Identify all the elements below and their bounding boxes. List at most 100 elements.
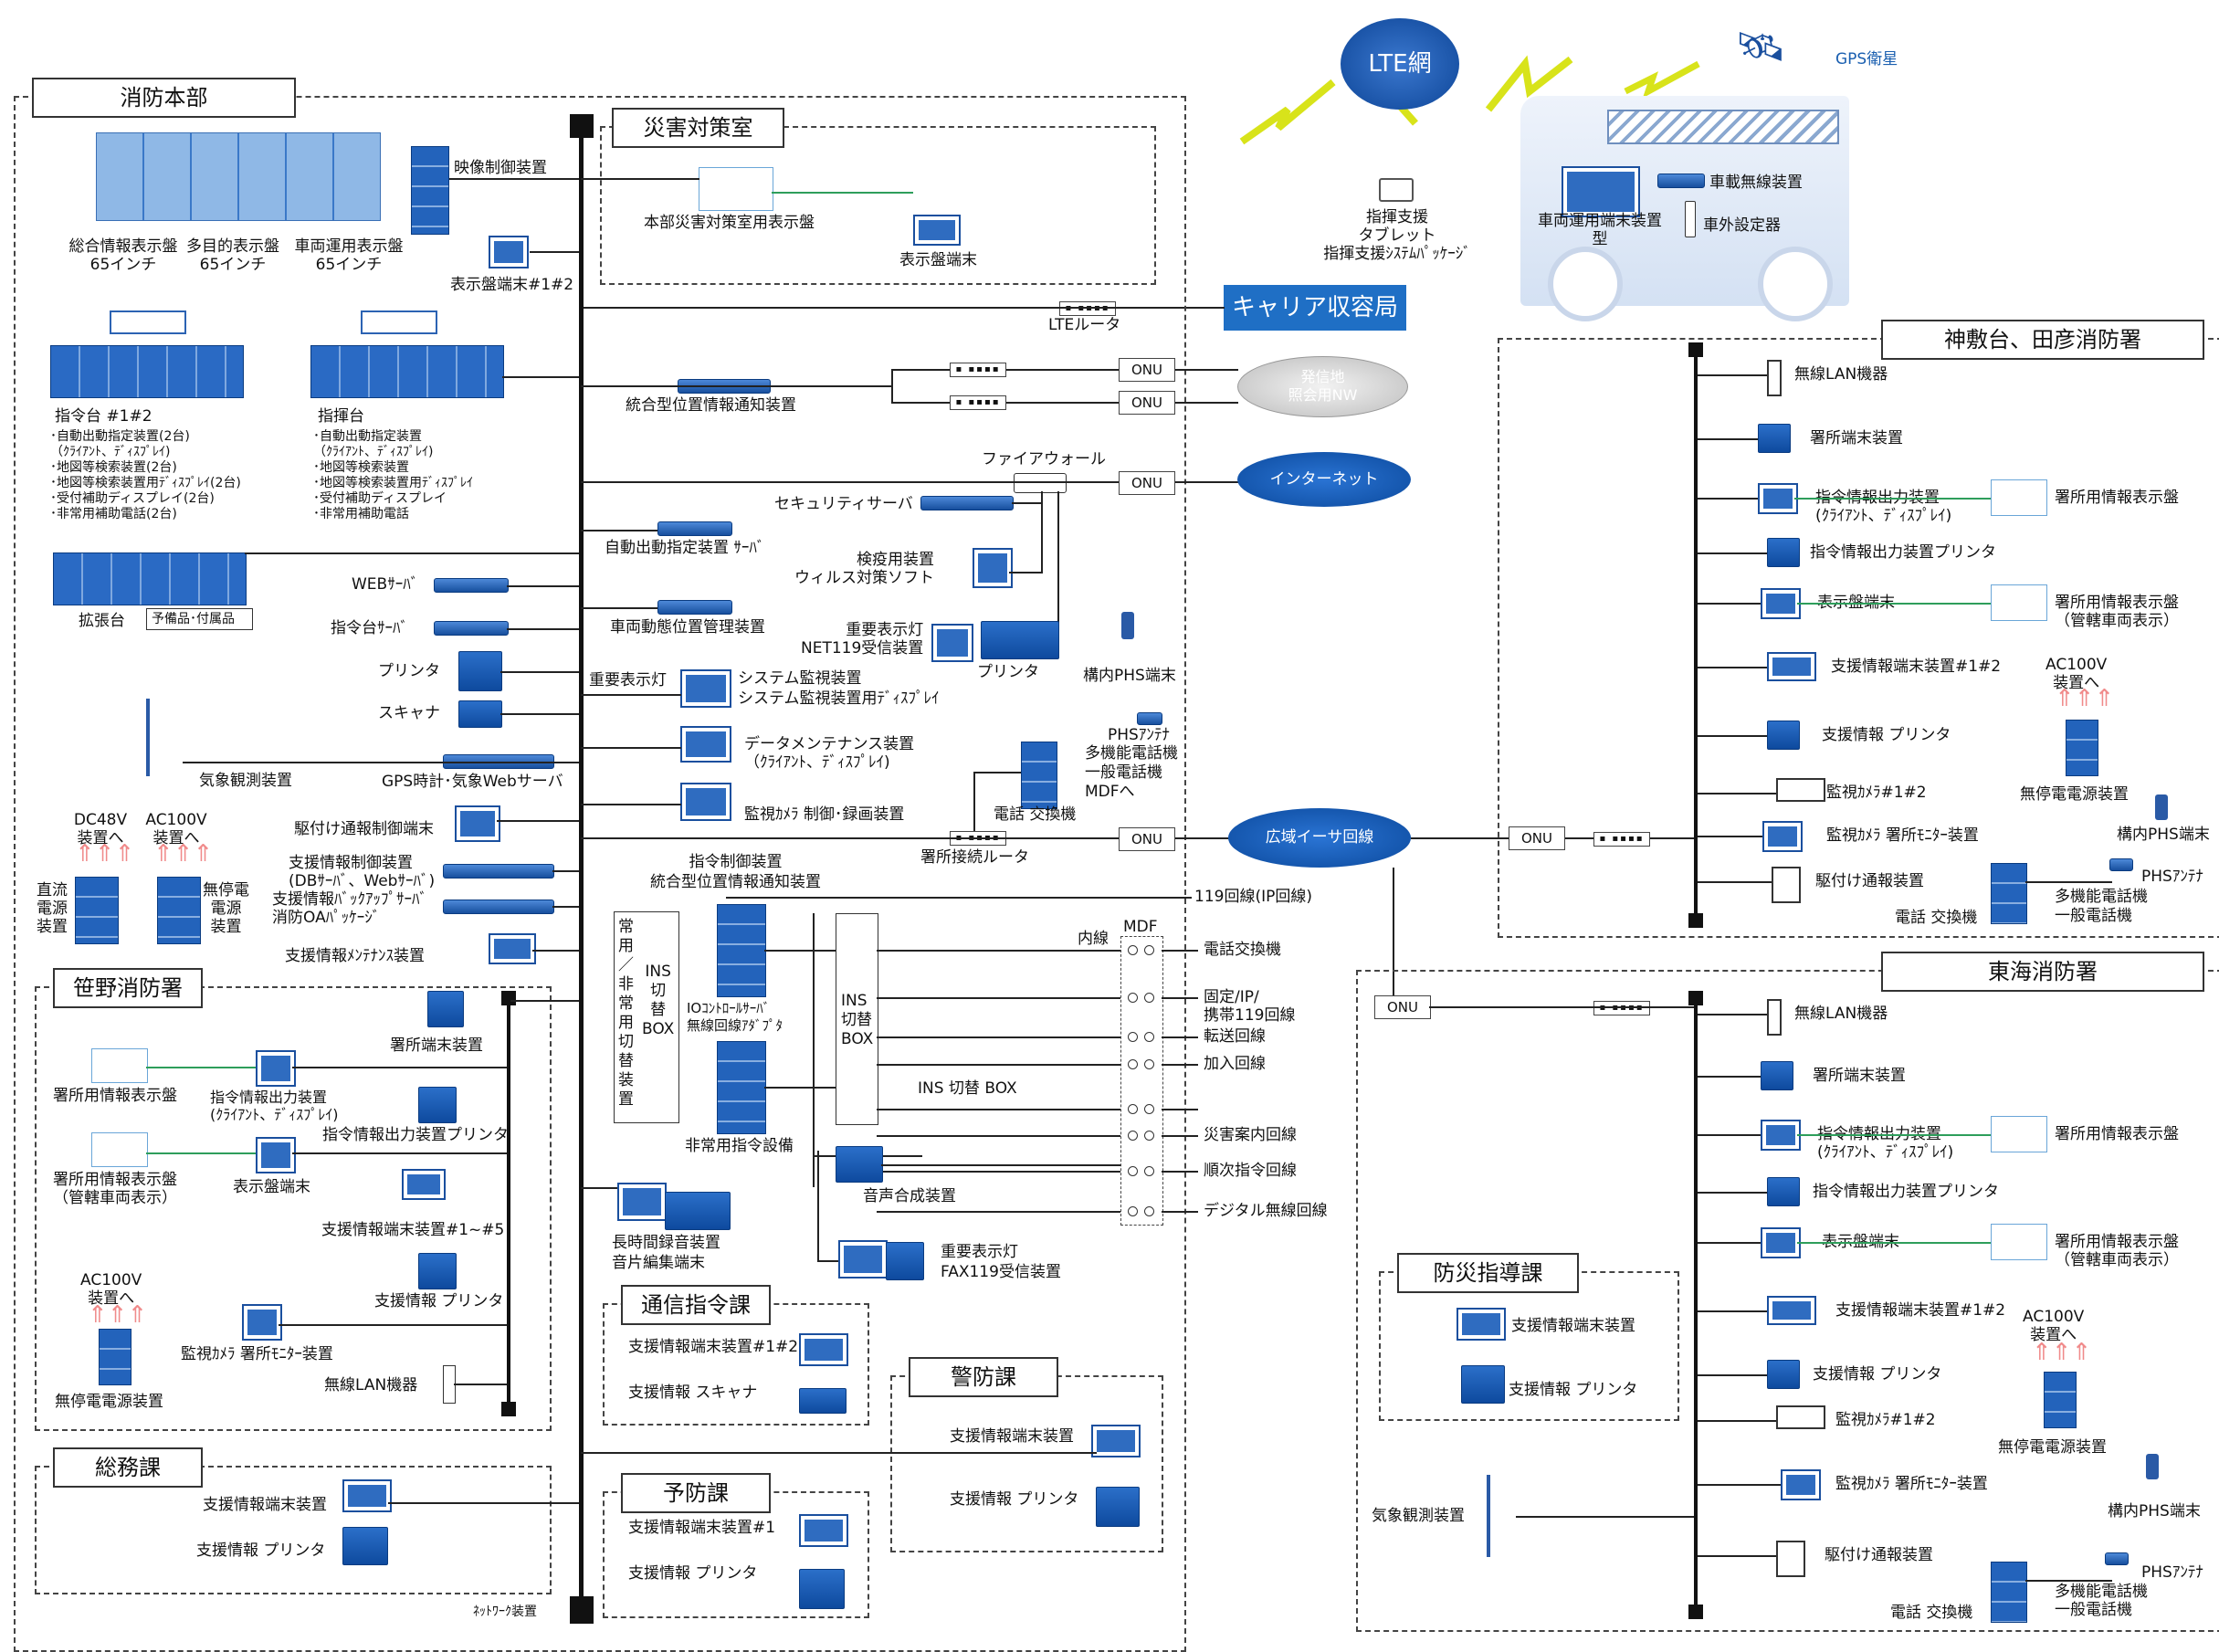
line119-link <box>726 897 1192 899</box>
internet-label: インターネット <box>1269 470 1379 489</box>
tsushin-scanner-label: 支援情報 スキャナ <box>628 1384 758 1402</box>
tokai-phs-label: 構内PHS端末 <box>2108 1502 2201 1520</box>
tokai-device-link <box>1698 1420 1776 1422</box>
kamishiki-router: ▪ ▪▪▪▪ <box>1593 832 1650 847</box>
tokai-display-link <box>1797 1242 1991 1244</box>
vehicle-terminal-icon <box>1562 166 1640 217</box>
tokai-support_printer-label: 支援情報 プリンタ <box>1813 1365 1942 1384</box>
fw-drop-2 <box>1057 491 1059 628</box>
voice-label: 音声合成装置 <box>863 1187 956 1205</box>
ac100-arrows: ⇑⇑⇑ <box>153 840 214 868</box>
sasano-dterm-link <box>292 1152 507 1154</box>
sasano-wlan-link <box>454 1384 507 1385</box>
backbone-bottom-node <box>570 1596 594 1624</box>
support-maint-label: 支援情報ﾒﾝﾃﾅﾝｽ装置 <box>285 947 425 965</box>
tsushin-scanner-icon <box>799 1388 847 1414</box>
sasano-title: 笹野消防署 <box>53 968 203 1008</box>
sasano-camera-icon <box>242 1304 282 1341</box>
mdf-line-label: 加入回線 <box>1204 1055 1266 1073</box>
mdf-input-line <box>877 1135 1120 1137</box>
sasano-display2-label: 署所用情報表示盤 （管轄車両表示） <box>53 1171 177 1207</box>
sasano-ups-icon <box>99 1329 131 1385</box>
mdf-line-label: 固定/IP/ 携帯119回線 <box>1204 988 1296 1025</box>
integrated-pos-label: 統合型位置情報通知装置 <box>626 396 796 415</box>
tokai-camera_monitor-label: 監視ｶﾒﾗ 署所ﾓﾆﾀｰ装置 <box>1835 1475 1988 1493</box>
disaster-room-title: 災害対策室 <box>612 108 784 148</box>
dispatch-ctrl-link <box>497 820 579 822</box>
inner-line-label: 内線 <box>1078 930 1109 948</box>
video-ctrl-label: 映像制御装置 <box>454 159 547 177</box>
mdf-output-line <box>1162 1064 1198 1066</box>
switch-box: 常 用 ／ 非 常 用 切 替 装 置 INS 切 替 BOX <box>614 911 679 1123</box>
yobo-title: 予防課 <box>621 1473 771 1513</box>
vehicle-terminal-label: 車両運用端末装置 型 <box>1538 212 1662 248</box>
pbx-link <box>973 772 1021 773</box>
sender-nw-cloud: 発信地 照会用NW <box>1237 356 1408 417</box>
somu-printer-icon <box>342 1527 388 1565</box>
ins-box2-label: INS 切替 BOX <box>918 1079 1017 1098</box>
display-terminal-icon <box>489 236 529 268</box>
mdf-box <box>1120 936 1163 1226</box>
mdf-port <box>1128 945 1138 955</box>
hq-pbx-icon <box>1021 742 1057 809</box>
security-icon <box>920 496 1014 510</box>
keibo-printer-icon <box>1096 1487 1140 1527</box>
external-setting-icon <box>1685 201 1696 237</box>
mdf-port <box>1128 1104 1138 1114</box>
somu-terminal-icon <box>342 1479 392 1512</box>
kamishiki-phs-antenna-icon <box>2109 858 2133 871</box>
mdf-line-label: 順次指令回線 <box>1204 1162 1297 1180</box>
mdf-port <box>1144 993 1154 1003</box>
tsushin-title: 通信指令課 <box>621 1285 771 1325</box>
tokai-device-link <box>1698 1484 1781 1486</box>
wall-label-2: 多目的表示盤 65インチ <box>186 237 279 274</box>
pos-line-b <box>891 402 1238 404</box>
somu-link <box>388 1502 579 1504</box>
tokai-router: ▪ ▪▪▪▪ <box>1593 1001 1650 1015</box>
tokai-support_terminal-label: 支援情報端末装置#1#2 <box>1835 1301 2006 1320</box>
data-maint-link <box>581 747 681 749</box>
yobo-printer-icon <box>799 1569 845 1609</box>
weather-label: 気象観測装置 <box>199 772 292 790</box>
tokai-pbx-label: 電話 交換機 <box>1890 1604 1973 1622</box>
mdf-port <box>1128 993 1138 1003</box>
mdf-input-line <box>877 1211 1120 1213</box>
sasano-display-icon <box>91 1048 148 1083</box>
firewall-link <box>581 481 1238 483</box>
onu-b: ONU <box>1119 391 1175 415</box>
console-server-label: 指令台ｻｰﾊﾞ <box>331 619 408 637</box>
cmd-link-2 <box>764 1087 836 1089</box>
mdf-port <box>1128 1059 1138 1069</box>
tokai-uplink <box>1429 1006 1694 1008</box>
camera-ctrl-label: 監視ｶﾒﾗ 制御･録画装置 <box>744 805 905 824</box>
hq-phone-list: 多機能電話機 一般電話機 MDFへ <box>1085 744 1178 801</box>
kamishiki-display-label: 署所用情報表示盤 <box>2055 489 2179 507</box>
sasano-output-label: 指令情報出力装置 (ｸﾗｲｱﾝﾄ、ﾃﾞｨｽﾌﾟﾚｲ) <box>210 1089 339 1123</box>
tokai-wlan-label: 無線LAN機器 <box>1794 1005 1888 1023</box>
line119-label: 119回線(IP回線) <box>1194 888 1312 906</box>
kamishiki-info-display-icon <box>1991 584 2047 621</box>
kamishiki-support_printer-label: 支援情報 プリンタ <box>1822 726 1951 744</box>
dispatch-ctrl-label: 駆付け通報制御端末 <box>294 820 434 838</box>
kamishiki-dterm-icon <box>1761 588 1801 619</box>
cmd-link-1 <box>764 950 836 952</box>
sasano-ac100-arrows: ⇑⇑⇑ <box>88 1301 148 1329</box>
ext-console-link <box>245 552 579 554</box>
display-terminal-link <box>530 251 579 253</box>
kamishiki-title: 神敷台、田彦消防署 <box>1881 320 2204 360</box>
vehicle-radio-label: 車載無線装置 <box>1709 174 1803 192</box>
tokai-terminal-label: 署所端末装置 <box>1813 1067 1906 1085</box>
sasano-output-printer-label: 指令情報出力装置プリンタ <box>322 1126 509 1144</box>
scanner-icon <box>458 700 502 728</box>
bosai-printer-icon <box>1461 1365 1505 1404</box>
kamishiki-device-link <box>1698 603 1761 605</box>
tokai-camera-monitor-icon <box>1781 1469 1821 1500</box>
console1-label: 指令台 #1#2 <box>55 407 152 426</box>
long-rec-icon <box>617 1183 667 1221</box>
dr-terminal-icon <box>913 215 961 246</box>
onu-c: ONU <box>1119 471 1175 495</box>
tokai-ac100-arrows: ⇑⇑⇑ <box>2032 1339 2092 1366</box>
console1-icon <box>50 345 244 398</box>
wide-ether-to-tokai <box>1393 868 1394 995</box>
fax119-icon <box>838 1240 888 1278</box>
